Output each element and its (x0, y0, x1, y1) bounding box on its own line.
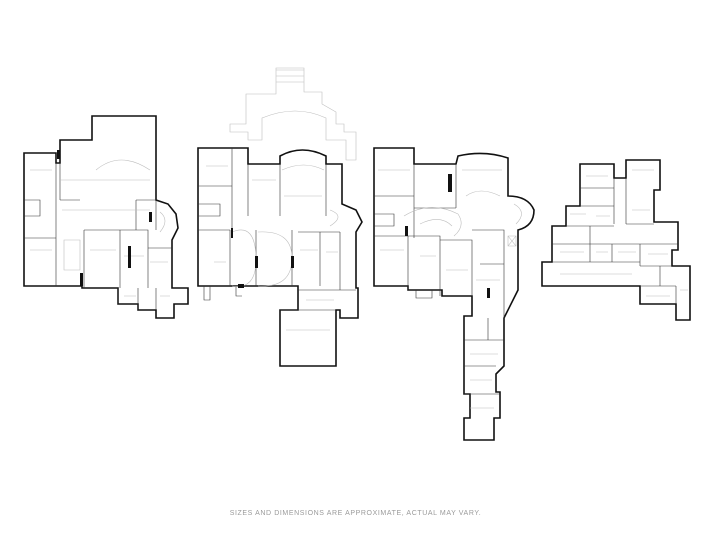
floor-plan-4 (541, 159, 691, 321)
floor-plan-2 (197, 67, 363, 367)
disclaimer-text: SIZES AND DIMENSIONS ARE APPROXIMATE, AC… (229, 510, 482, 517)
floor-plan-3 (373, 147, 535, 441)
floor-plan-1 (23, 115, 189, 319)
